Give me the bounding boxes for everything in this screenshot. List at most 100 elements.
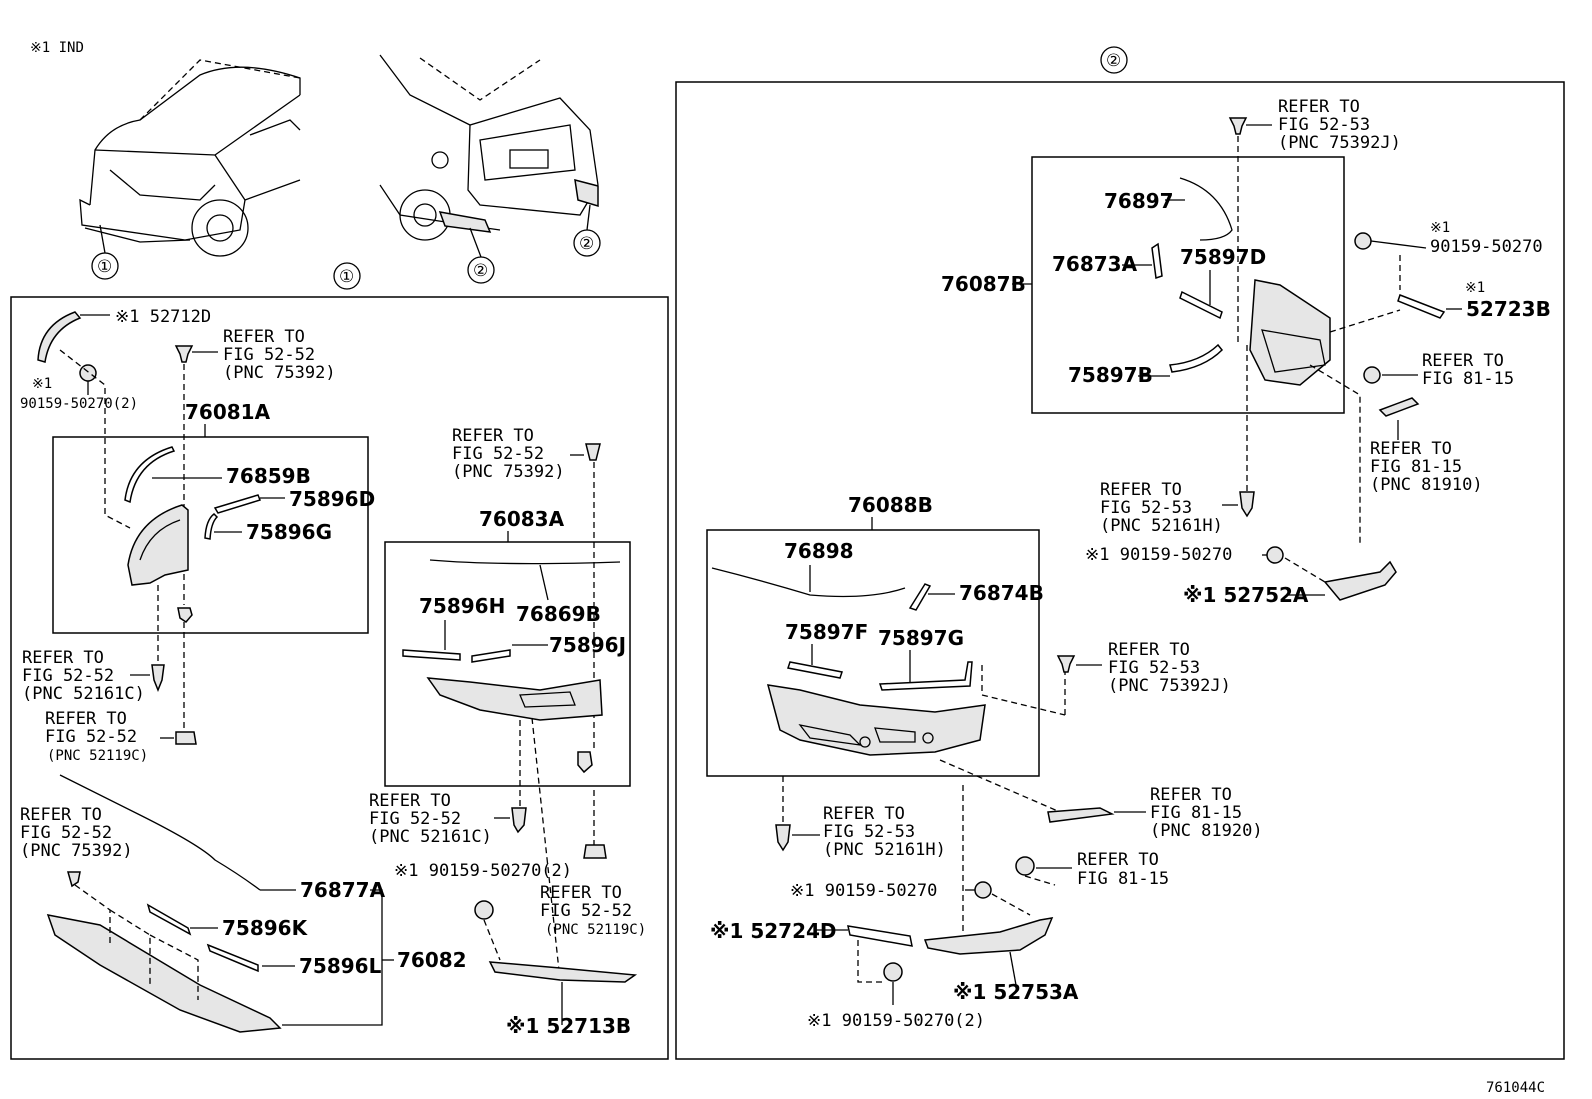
part-52723B[interactable]: 52723B: [1466, 297, 1551, 321]
front-side-garnish[interactable]: [426, 677, 603, 721]
rear-ref4-line3[interactable]: (PNC 52161H): [1100, 516, 1223, 536]
callout-rear-section[interactable]: [1100, 46, 1128, 74]
part-76873A[interactable]: 76873A: [1052, 252, 1138, 276]
ref2-line2[interactable]: FIG 52-52: [452, 444, 544, 464]
rear-ref7-line3[interactable]: (PNC 52161H): [823, 840, 946, 860]
ref7-line2[interactable]: FIG 52-52: [540, 901, 632, 921]
ref2-line3[interactable]: (PNC 75392): [452, 462, 565, 482]
clip-rear-ref4[interactable]: [1239, 491, 1255, 518]
rear-lower-bumper-garnish[interactable]: [766, 684, 986, 756]
part-52723B-shape[interactable]: [1397, 294, 1446, 319]
part-75896L-shape[interactable]: [206, 943, 259, 973]
part-52724D[interactable]: ※1 52724D: [710, 919, 837, 943]
screw-rear-e[interactable]: ※1 90159-50270: [790, 881, 937, 901]
part-76897[interactable]: 76897: [1104, 189, 1174, 213]
rear-ref1-line2[interactable]: FIG 52-53: [1278, 115, 1370, 135]
clip-rear-ref2[interactable]: [1363, 366, 1381, 384]
part-76874B-shape[interactable]: [908, 583, 932, 611]
callout-front-section[interactable]: [333, 262, 361, 290]
part-76877A-shape[interactable]: [59, 774, 261, 891]
ref5-line2[interactable]: FIG 52-52: [20, 823, 112, 843]
part-75897D[interactable]: 75897D: [1180, 245, 1266, 269]
rear-ref5-line3[interactable]: (PNC 75392J): [1108, 676, 1231, 696]
ref3-line2[interactable]: FIG 52-52: [22, 666, 114, 686]
part-75896D-shape[interactable]: [213, 494, 261, 514]
part-76869B[interactable]: 76869B: [516, 602, 601, 626]
ref7-line3[interactable]: (PNC 52119C): [545, 922, 646, 938]
clip-front-ref1[interactable]: [174, 345, 194, 363]
ref4-line1[interactable]: REFER TO: [45, 709, 127, 729]
kit-76088B[interactable]: 76088B: [848, 493, 933, 517]
part-52713B[interactable]: ※1 52713B: [506, 1014, 631, 1038]
part-52752A-shape[interactable]: [1323, 560, 1397, 601]
part-52752A[interactable]: ※1 52752A: [1183, 583, 1309, 607]
part-75897G[interactable]: 75897G: [878, 626, 964, 650]
part-76859B-shape[interactable]: [124, 446, 176, 504]
part-75896G[interactable]: 75896G: [246, 520, 332, 544]
rear-ref4-line1[interactable]: REFER TO: [1100, 480, 1182, 500]
part-52753A[interactable]: ※1 52753A: [953, 980, 1079, 1004]
part-76898-shape[interactable]: [711, 567, 906, 598]
ref5-line3[interactable]: (PNC 75392): [20, 841, 133, 861]
clip-front-upper[interactable]: [177, 607, 193, 623]
rear-ref5-line2[interactable]: FIG 52-53: [1108, 658, 1200, 678]
part-75897G-shape[interactable]: [878, 661, 973, 691]
part-52712D[interactable]: ※1 52712D: [115, 307, 211, 327]
part-52713B-shape[interactable]: [488, 961, 638, 983]
rear-ref5-line1[interactable]: REFER TO: [1108, 640, 1190, 660]
part-75896K[interactable]: 75896K: [222, 916, 309, 940]
part-76859B[interactable]: 76859B: [226, 464, 311, 488]
screw-rear-d-shape[interactable]: [1266, 546, 1284, 564]
ref5-line1[interactable]: REFER TO: [20, 805, 102, 825]
rear-side-reflector[interactable]: [1378, 397, 1420, 417]
front-lower-spoiler[interactable]: [46, 914, 282, 1033]
rear-ref4-line2[interactable]: FIG 52-53: [1100, 498, 1192, 518]
ref7-line1[interactable]: REFER TO: [540, 883, 622, 903]
ref3-line1[interactable]: REFER TO: [22, 648, 104, 668]
ref6-line1[interactable]: REFER TO: [369, 791, 451, 811]
screw-rear-c-shape[interactable]: [1354, 232, 1372, 250]
rear-ref7-line1[interactable]: REFER TO: [823, 804, 905, 824]
kit-76082[interactable]: 76082: [397, 948, 467, 972]
part-75896J[interactable]: 75896J: [549, 633, 626, 657]
rear-ref1-line3[interactable]: (PNC 75392J): [1278, 133, 1401, 153]
clip-front-ref4[interactable]: [175, 731, 197, 745]
ref2-line1[interactable]: REFER TO: [452, 426, 534, 446]
ref1-line3[interactable]: (PNC 75392): [223, 363, 336, 383]
rear-corner-mudguard[interactable]: [1249, 279, 1331, 386]
clip-rear-ref5[interactable]: [1056, 655, 1076, 673]
part-52724D-shape[interactable]: [847, 925, 913, 947]
ref4-line2[interactable]: FIG 52-52: [45, 727, 137, 747]
rear-ref1-line1[interactable]: REFER TO: [1278, 97, 1360, 117]
kit-76083A[interactable]: 76083A: [479, 507, 565, 531]
part-75897B-shape[interactable]: [1169, 343, 1224, 373]
kit-76081A[interactable]: 76081A: [185, 400, 271, 424]
clip-rear-ref1[interactable]: [1228, 117, 1248, 135]
ref1-line1[interactable]: REFER TO: [223, 327, 305, 347]
rear-ref6-line3[interactable]: (PNC 81920): [1150, 821, 1263, 841]
clip-rear-ref8[interactable]: [1015, 856, 1035, 876]
rear-ref3-line2[interactable]: FIG 81-15: [1370, 457, 1462, 477]
rear-ref6-line2[interactable]: FIG 81-15: [1150, 803, 1242, 823]
part-52712D-shape[interactable]: [37, 311, 82, 363]
rear-lower-reflector[interactable]: [1047, 807, 1115, 823]
rear-ref3-line3[interactable]: (PNC 81910): [1370, 475, 1483, 495]
part-76874B[interactable]: 76874B: [959, 581, 1044, 605]
screw-rear-f[interactable]: ※1 90159-50270(2): [807, 1011, 985, 1031]
screw-front-b-shape[interactable]: [474, 900, 494, 920]
part-75896L[interactable]: 75896L: [299, 954, 382, 978]
rear-ref3-line1[interactable]: REFER TO: [1370, 439, 1452, 459]
clip-front-ref6[interactable]: [511, 807, 527, 834]
part-75897B[interactable]: 75897B: [1068, 363, 1153, 387]
part-75896J-shape[interactable]: [471, 649, 511, 663]
clip-rear-ref7[interactable]: [775, 824, 791, 852]
ref6-line3[interactable]: (PNC 52161C): [369, 827, 492, 847]
ref4-line3[interactable]: (PNC 52119C): [47, 748, 148, 764]
rear-ref7-line2[interactable]: FIG 52-53: [823, 822, 915, 842]
screw-rear-e-shape[interactable]: [974, 881, 992, 899]
screw-rear-f-shape[interactable]: [883, 962, 903, 982]
rear-ref2-line2[interactable]: FIG 81-15: [1422, 369, 1514, 389]
ref1-line2[interactable]: FIG 52-52: [223, 345, 315, 365]
screw-front-a-part[interactable]: 90159-50270(2): [20, 396, 138, 412]
part-76897-shape[interactable]: [1179, 177, 1233, 241]
